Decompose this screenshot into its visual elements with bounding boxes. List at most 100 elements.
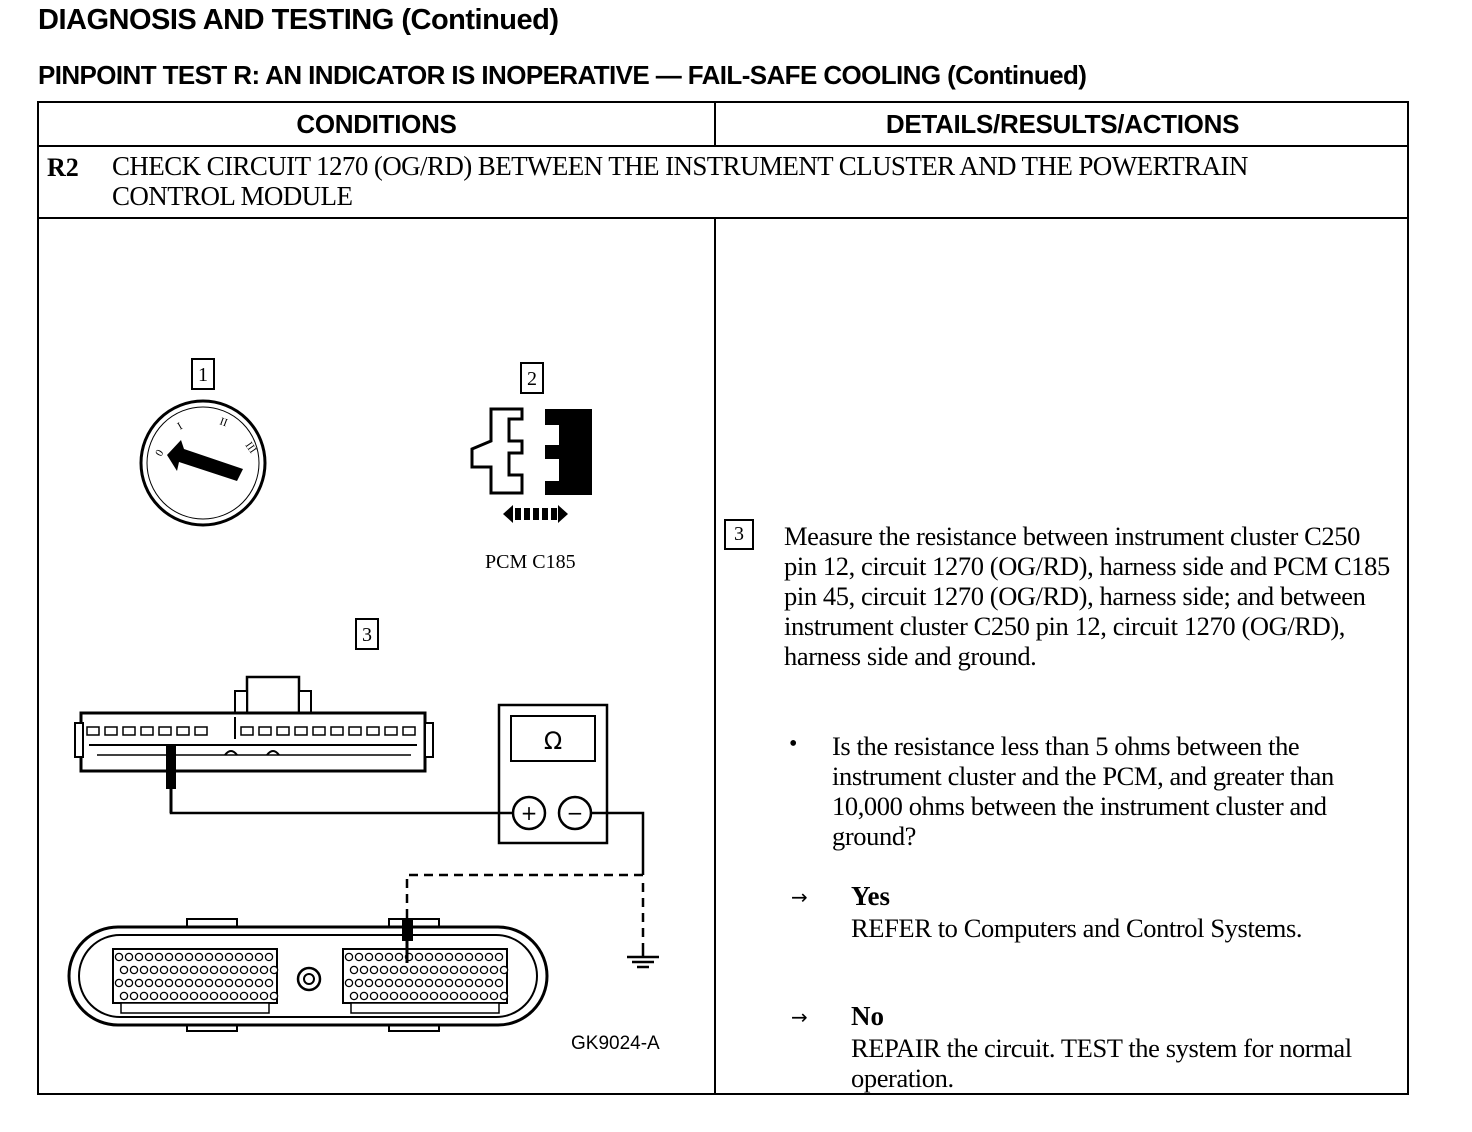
connector-pin <box>330 726 344 736</box>
connector-pin <box>454 978 464 988</box>
connector-pin <box>259 991 269 1001</box>
connector-pin <box>474 978 484 988</box>
connector-pin <box>254 978 264 988</box>
yes-arrow-icon: → <box>791 885 808 909</box>
connector-pin <box>234 952 244 962</box>
connector-pin <box>179 991 189 1001</box>
connector-pin <box>366 726 380 736</box>
ignition-mark-acc: I <box>176 420 185 432</box>
meter-minus-terminal: − <box>567 801 584 825</box>
yes-label: Yes <box>851 881 890 911</box>
connector-pin <box>434 978 444 988</box>
connector-pin <box>134 952 144 962</box>
connector-pin <box>409 991 419 1001</box>
callout-1-number: 1 <box>198 364 208 386</box>
connector-pin <box>144 952 154 962</box>
connector-pin <box>214 978 224 988</box>
connector-pin <box>419 965 429 975</box>
connector-pin <box>249 991 259 1001</box>
step-reference-box: 3 <box>724 519 754 550</box>
connector-pin <box>434 952 444 962</box>
connector-pin <box>119 965 129 975</box>
connector-pin <box>489 965 499 975</box>
connector-pin <box>204 978 214 988</box>
test-leads <box>169 811 645 949</box>
connector-pin <box>459 991 469 1001</box>
connector-pin <box>484 952 494 962</box>
callout-2-number: 2 <box>527 368 537 390</box>
header-divider <box>714 103 716 145</box>
connector-pin <box>234 978 244 988</box>
connector-pin <box>359 991 369 1001</box>
connector-pin <box>189 965 199 975</box>
connector-pin <box>444 978 454 988</box>
connector-pin <box>179 965 189 975</box>
connector-pin <box>439 991 449 1001</box>
connector-pin <box>229 991 239 1001</box>
yes-action: REFER to Computers and Control Systems. <box>851 913 1303 943</box>
step-id: R2 <box>47 153 79 182</box>
connector-pin <box>244 952 254 962</box>
connector-pin <box>194 978 204 988</box>
connector-pin <box>424 952 434 962</box>
connector-pin <box>404 978 414 988</box>
connector-pin <box>364 952 374 962</box>
connector-pin <box>399 965 409 975</box>
connector-pin <box>264 978 274 988</box>
connector-pin <box>176 726 190 736</box>
ohmmeter-icon: Ω + − <box>497 703 609 845</box>
connector-pin <box>264 952 274 962</box>
connector-pin <box>169 965 179 975</box>
connector-pin <box>199 991 209 1001</box>
row-divider <box>39 145 1407 147</box>
connector-pin <box>419 991 429 1001</box>
conditions-header: CONDITIONS <box>296 109 457 139</box>
connector-pin <box>184 952 194 962</box>
connector-pin <box>399 991 409 1001</box>
connector-pin <box>164 978 174 988</box>
figure-id: GK9024-A <box>571 1033 660 1054</box>
ignition-key-off-icon: 0 I II III <box>139 399 267 527</box>
connector-pin <box>379 965 389 975</box>
connector-pin <box>189 991 199 1001</box>
meter-plus-terminal: + <box>521 801 538 825</box>
connector-pin <box>139 965 149 975</box>
connector-pin <box>344 978 354 988</box>
connector-pin <box>134 978 144 988</box>
connector-pin <box>489 991 499 1001</box>
pcm-connector-c185 <box>67 918 549 1032</box>
connector-pin <box>199 965 209 975</box>
connector-pin <box>224 952 234 962</box>
measure-instruction: Measure the resistance between instrumen… <box>784 521 1390 671</box>
connector-pin <box>464 952 474 962</box>
details-header: DETAILS/RESULTS/ACTIONS <box>885 109 1240 139</box>
connector-pin <box>158 726 172 736</box>
connector-pin <box>312 726 326 736</box>
connector-pin <box>140 726 154 736</box>
question-bullet: • <box>789 731 798 757</box>
connector-pin <box>369 965 379 975</box>
connector-pin <box>214 952 224 962</box>
connector-pin <box>154 952 164 962</box>
connector-pin <box>414 952 424 962</box>
connector-pin <box>349 965 359 975</box>
connector-pin <box>239 965 249 975</box>
connector-pin <box>258 726 272 736</box>
connector-pin <box>204 952 214 962</box>
connector-pin <box>414 978 424 988</box>
pinpoint-test-table: CONDITIONS DETAILS/RESULTS/ACTIONS R2 CH… <box>37 101 1409 1095</box>
connector-pin <box>384 978 394 988</box>
connector-pin <box>159 965 169 975</box>
row-divider <box>39 217 1407 219</box>
connector-pin <box>244 978 254 988</box>
connector-pin <box>144 978 154 988</box>
connector-pin <box>276 726 290 736</box>
connector-pin <box>224 978 234 988</box>
connector-pin <box>219 991 229 1001</box>
no-action: REPAIR the circuit. TEST the system for … <box>851 1033 1352 1093</box>
test-illustration: 1 0 I II III 2 PCM C185 <box>67 358 660 1054</box>
test-question: Is the resistance less than 5 ohms betwe… <box>832 731 1334 851</box>
connector-pin <box>194 726 208 736</box>
connector-pin <box>119 991 129 1001</box>
disconnect-connector-icon <box>470 407 592 523</box>
